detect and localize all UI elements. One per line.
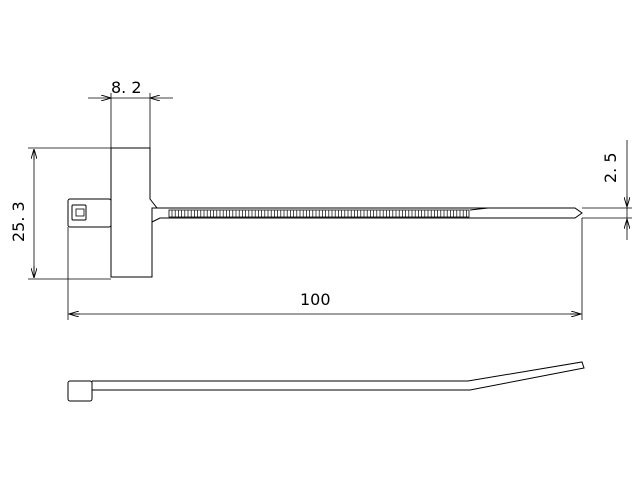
side-view	[67, 361, 585, 402]
dimension-label-strap-width: 2. 5	[601, 152, 620, 183]
dimension-strap-width: 2. 5	[582, 140, 632, 240]
strap-teeth	[171, 210, 467, 217]
lock-slot	[71, 204, 87, 221]
dimension-head-height: 25. 3	[9, 147, 111, 280]
strap-tail-step	[469, 207, 489, 211]
side-view-strap	[92, 361, 585, 391]
lock-pawl	[75, 208, 85, 217]
dimension-label-head-width: 8. 2	[111, 78, 142, 97]
dimension-label-total-length: 100	[300, 290, 331, 309]
strap-outline	[151, 207, 583, 223]
top-view: 8. 2 25. 3 100 2. 5	[9, 78, 632, 320]
lock-head	[67, 198, 112, 228]
label-plate-outline	[110, 147, 159, 278]
dimension-total-length: 100	[67, 218, 583, 320]
dimension-head-width: 8. 2	[88, 78, 173, 148]
dimension-label-head-height: 25. 3	[9, 201, 28, 242]
side-view-head	[67, 380, 93, 402]
